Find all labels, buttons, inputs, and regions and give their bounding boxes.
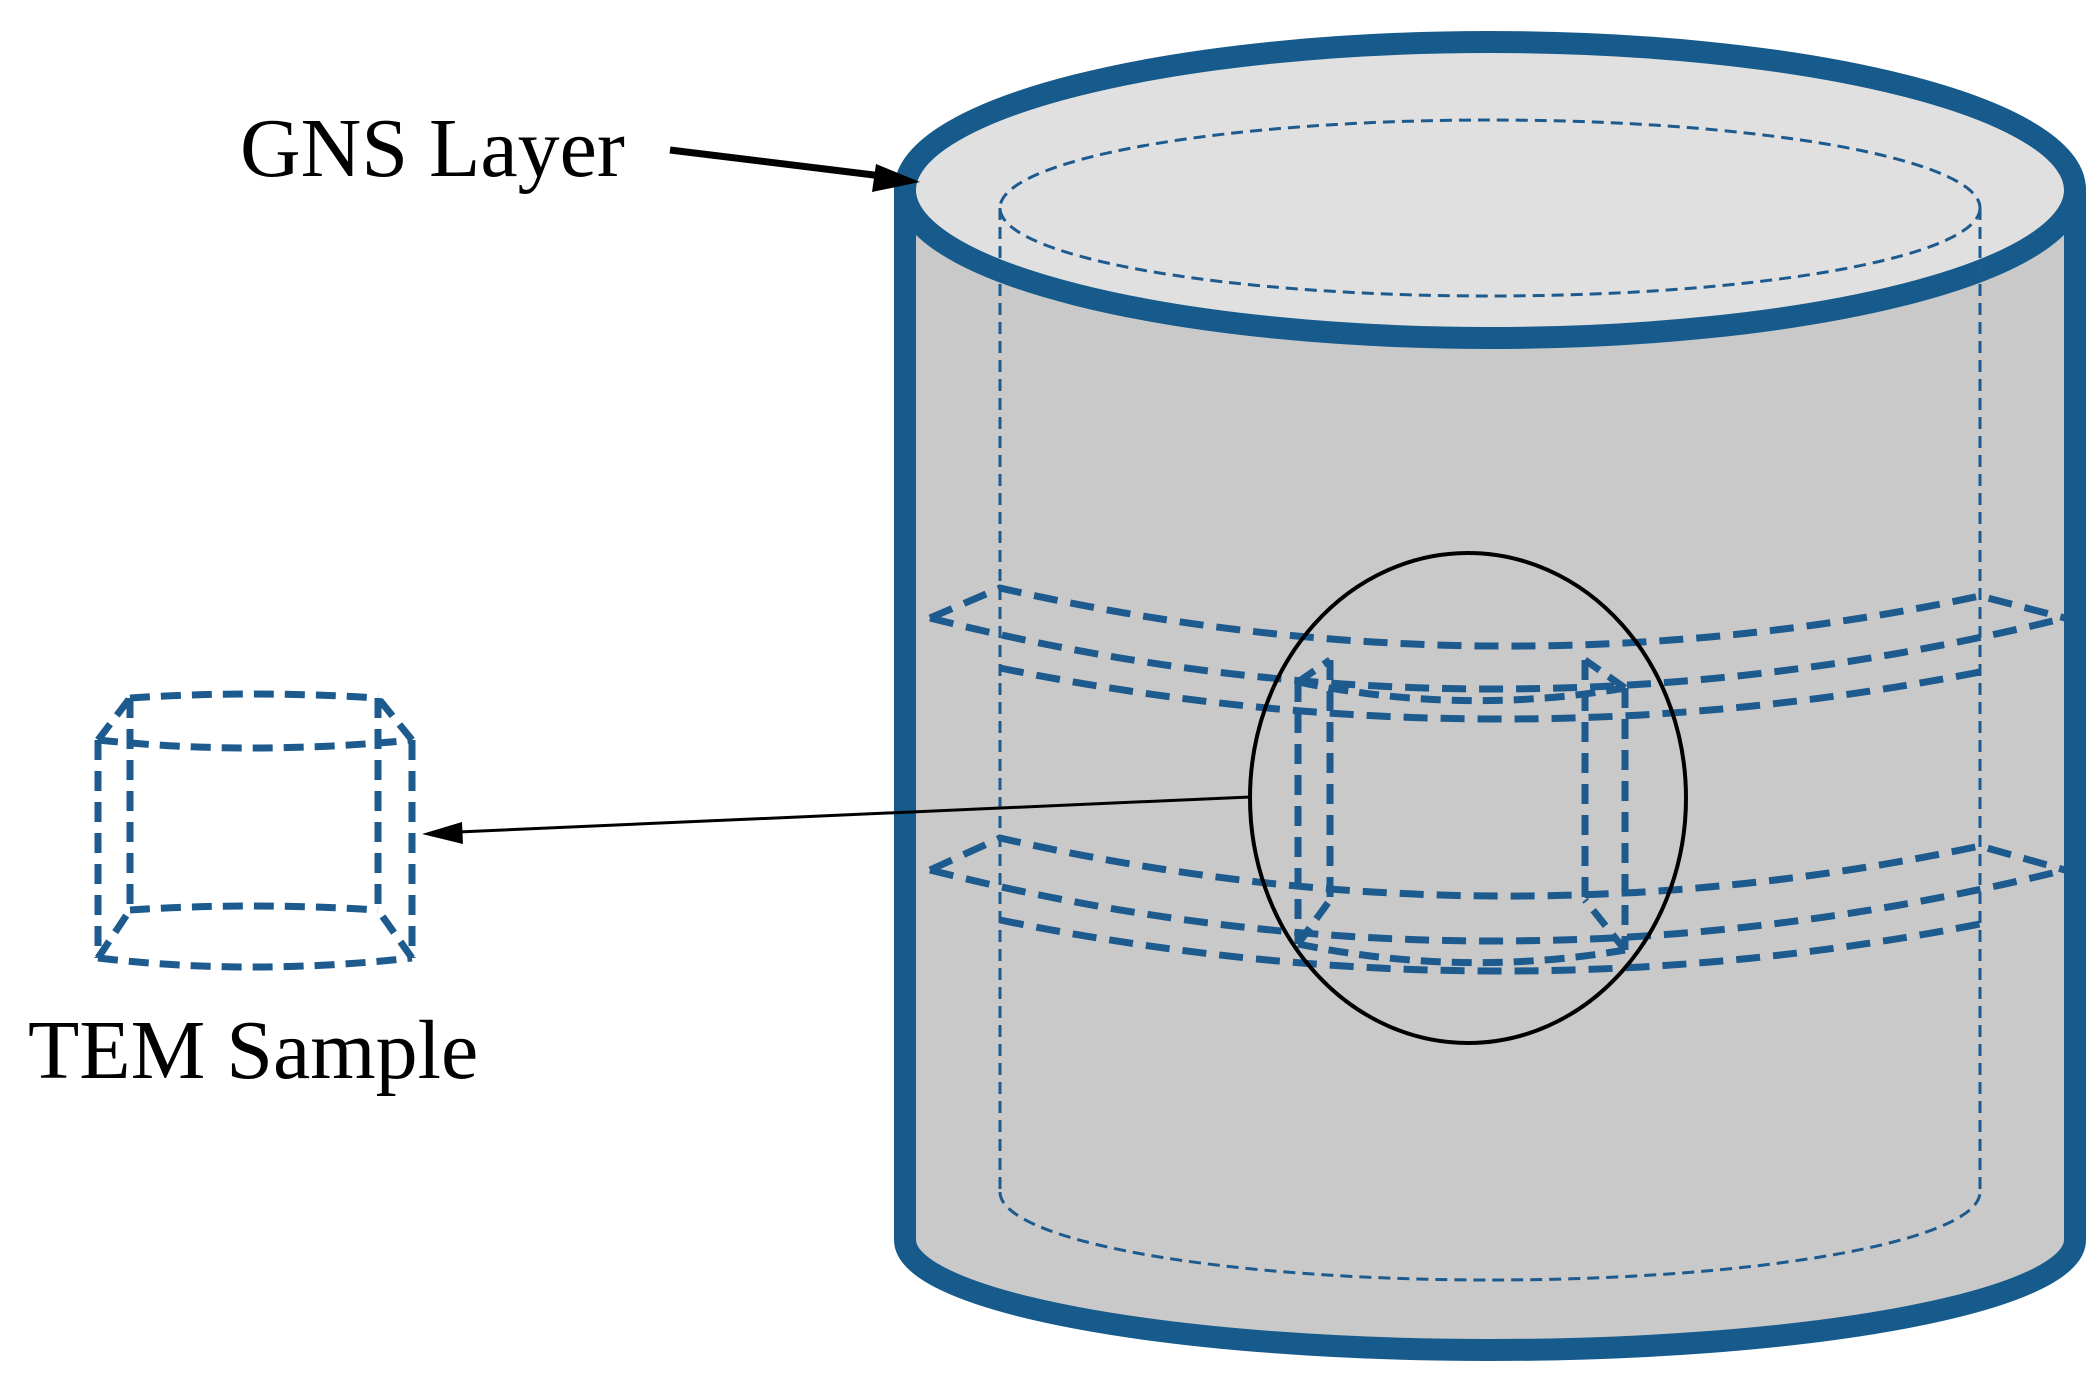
band-upper-inner: [999, 664, 1981, 723]
cutout-bottom-front: [1297, 940, 1626, 967]
cutout-bottom-right-depth: [1582, 897, 1628, 953]
band-upper-back: [928, 584, 2066, 650]
tem-br-depth: [375, 907, 415, 961]
band-lower-inner: [999, 916, 1981, 975]
tem-bottom-back: [129, 902, 379, 914]
tem-top-back: [129, 690, 379, 702]
cutout-top-right-depth: [1582, 657, 1628, 691]
band-lower-outer: [929, 866, 2066, 945]
tem-tr-depth: [375, 695, 415, 743]
tem-bl-depth: [95, 908, 133, 960]
inner-dashed-cylinder: [998, 118, 1982, 1282]
arrows: [422, 146, 1251, 844]
gns-arrow-line: [669, 146, 883, 180]
band-lower-back: [928, 834, 2066, 900]
tem-bottom-front: [97, 954, 413, 971]
tem-sample-cube: [94, 690, 416, 971]
dashed-band: [928, 584, 2066, 975]
tem-top-front: [97, 736, 413, 752]
tem-arrowhead: [422, 822, 463, 844]
gns-cylinder: [894, 31, 2086, 1361]
gns-layer-label: GNS Layer: [240, 102, 625, 195]
sample-cutout: [1294, 657, 1629, 967]
cutout-bottom-left-depth: [1295, 897, 1333, 947]
inner-bottom-arc: [998, 1191, 1982, 1282]
cylinder-top-face: [894, 31, 2086, 349]
tem-sample-label: TEM Sample: [28, 1004, 478, 1097]
band-upper-outer: [929, 614, 2066, 693]
tem-arrow-line: [457, 795, 1251, 834]
gns-arrowhead: [872, 164, 920, 192]
tem-tl-depth: [95, 695, 133, 743]
cutout-top-left-depth: [1296, 657, 1332, 685]
